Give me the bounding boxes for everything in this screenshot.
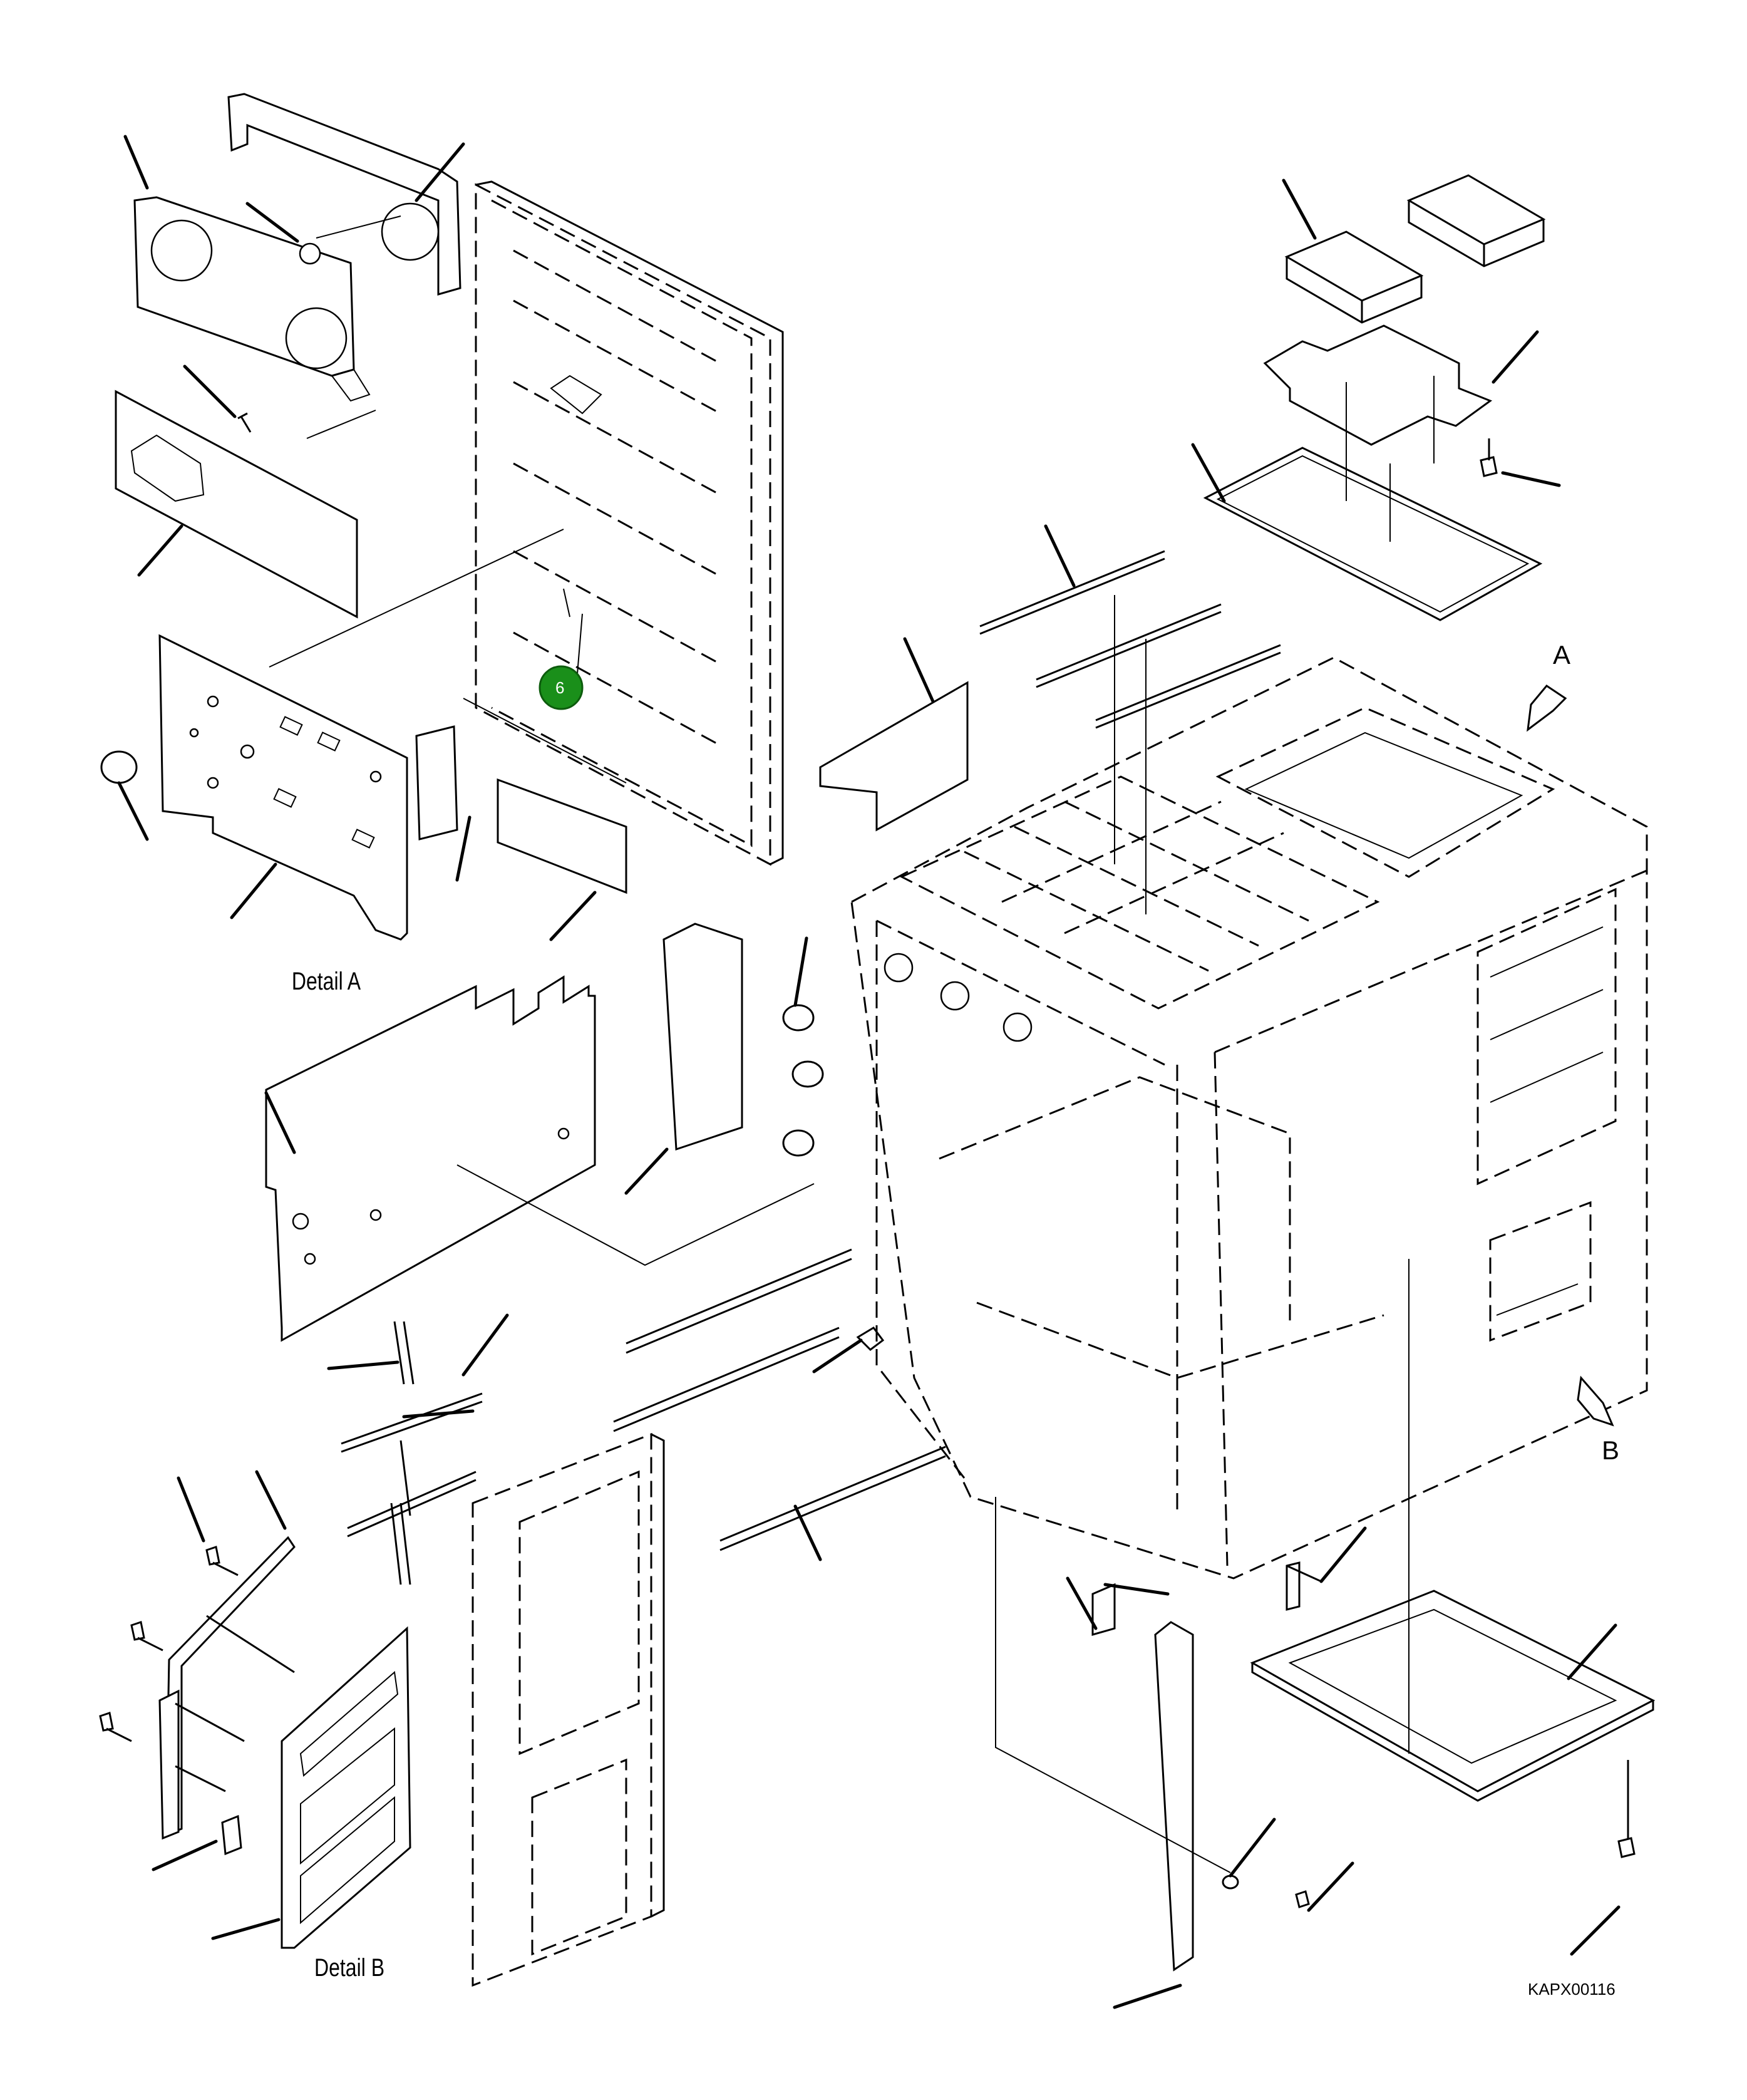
detail-a-assembly: 6 Detail A [100,93,784,995]
seal-strip-3 [719,1446,946,1551]
cab-outer-frame [850,656,1648,1580]
roof-seal-frame [1203,447,1543,621]
small-pad [415,725,458,841]
right-door-window [1476,887,1617,1186]
screw-b2 [130,1621,163,1652]
callout-number-6: 6 [555,678,564,697]
roof-frame-tray [1263,324,1493,446]
roof-screw [1480,438,1498,477]
small-screw [1295,1890,1310,1908]
screw-b3 [99,1712,132,1742]
lower-right-parts [995,1259,1656,1972]
seal-strip-2 [613,1327,840,1432]
seal-strip-1 [626,1248,852,1354]
vertical-seal-strips [390,1321,415,1585]
tray-screw [1617,1760,1636,1858]
leader-lines [117,135,1621,2009]
roof-grid [899,775,1380,1010]
vertical-mounting-strip [1154,1621,1194,1972]
view-arrow-b [1577,1375,1614,1427]
detail-b-assembly: Detail B [99,1432,665,1987]
side-panels-middle [265,923,946,1585]
washer [1222,1875,1239,1890]
l-shaped-panel [819,681,969,832]
plate-opening-left [150,219,213,282]
rivet [237,412,252,433]
plate-opening-right [285,307,348,370]
floor-tray [1250,1590,1656,1792]
cap-plug-2 [782,1004,815,1032]
roof-parts: A B [819,174,1619,1465]
roof-rod-3 [1095,644,1281,729]
bracket-hole-1 [381,202,440,261]
detail-a-label: Detail A [292,967,361,995]
vertical-board [662,923,743,1151]
foam-strip [497,778,627,894]
detail-b-label: Detail B [314,1953,384,1982]
roof-rod-1 [979,550,1165,635]
screw-b1 [205,1546,239,1576]
door-frame-detail-b [281,1626,411,1949]
cap-plug-3 [791,1060,824,1088]
roof-opening [1215,706,1555,878]
mounting-bracket-b [165,1536,296,1837]
door-frame-lower [472,1432,652,1987]
cap-plug-4 [782,1129,815,1157]
door-frame-upper [475,183,771,866]
main-cab-frame [850,656,1648,1580]
callout-badge-6[interactable] [539,665,584,710]
top-back-bracket [227,93,461,296]
insulation-panel-cutout [115,390,358,619]
view-arrow-b-label: B [1602,1435,1619,1465]
roof-rod-2 [1036,603,1222,688]
cap-plug [100,750,138,784]
view-arrow-a-label: A [1553,640,1570,670]
figure-code: KAPX00116 [1528,1980,1616,1999]
view-arrow-a [1527,685,1567,732]
rear-panel [158,634,408,941]
grommet [299,242,321,265]
notched-side-panel [265,975,596,1342]
